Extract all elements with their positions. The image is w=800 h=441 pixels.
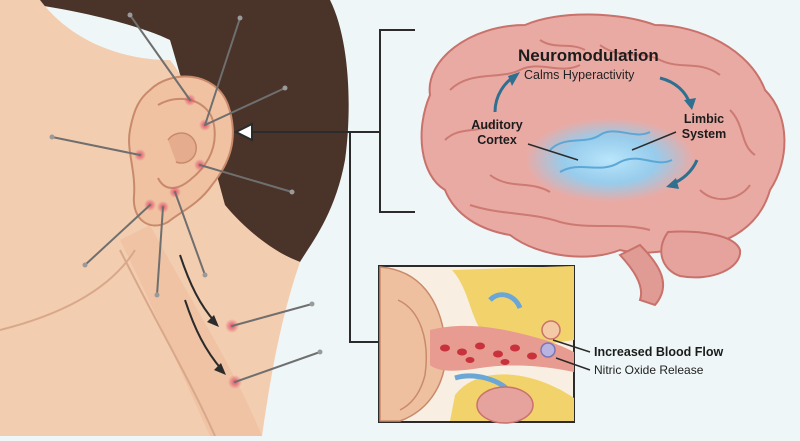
inset-label-pointers: [552, 339, 591, 371]
flow-arrowhead-1: [207, 315, 219, 327]
neck-flow-arrows: [179, 254, 223, 371]
brain-glow: [525, 118, 695, 202]
auditory-cortex-label: Auditory Cortex: [471, 118, 523, 147]
inner-ear-inset: [378, 265, 575, 424]
neuromodulation-title: Neuromodulation: [518, 46, 659, 65]
connector-lines: [248, 29, 415, 343]
neck: [120, 225, 262, 436]
neck-contour: [119, 249, 216, 437]
acupuncture-needles: [51, 14, 321, 383]
brain-label-pointers: [527, 131, 677, 161]
acupoints: [134, 94, 242, 389]
limbic-system-label: Limbic System: [681, 112, 727, 141]
nitric-oxide-label: Nitric Oxide Release: [594, 363, 704, 377]
ear: [128, 75, 234, 227]
blood-flow-label: Increased Blood Flow: [594, 345, 724, 359]
needle-handles: [49, 12, 323, 355]
arrowhead-right: [684, 98, 696, 110]
jaw-contour: [0, 249, 136, 331]
neuromodulation-subtitle: Calms Hyperactivity: [524, 68, 635, 82]
flow-arrowhead-2: [214, 363, 226, 375]
arrowhead-bottom: [666, 178, 679, 189]
connector-arrowhead: [233, 122, 253, 142]
arrowhead-left: [508, 72, 520, 86]
hair: [0, 0, 349, 262]
